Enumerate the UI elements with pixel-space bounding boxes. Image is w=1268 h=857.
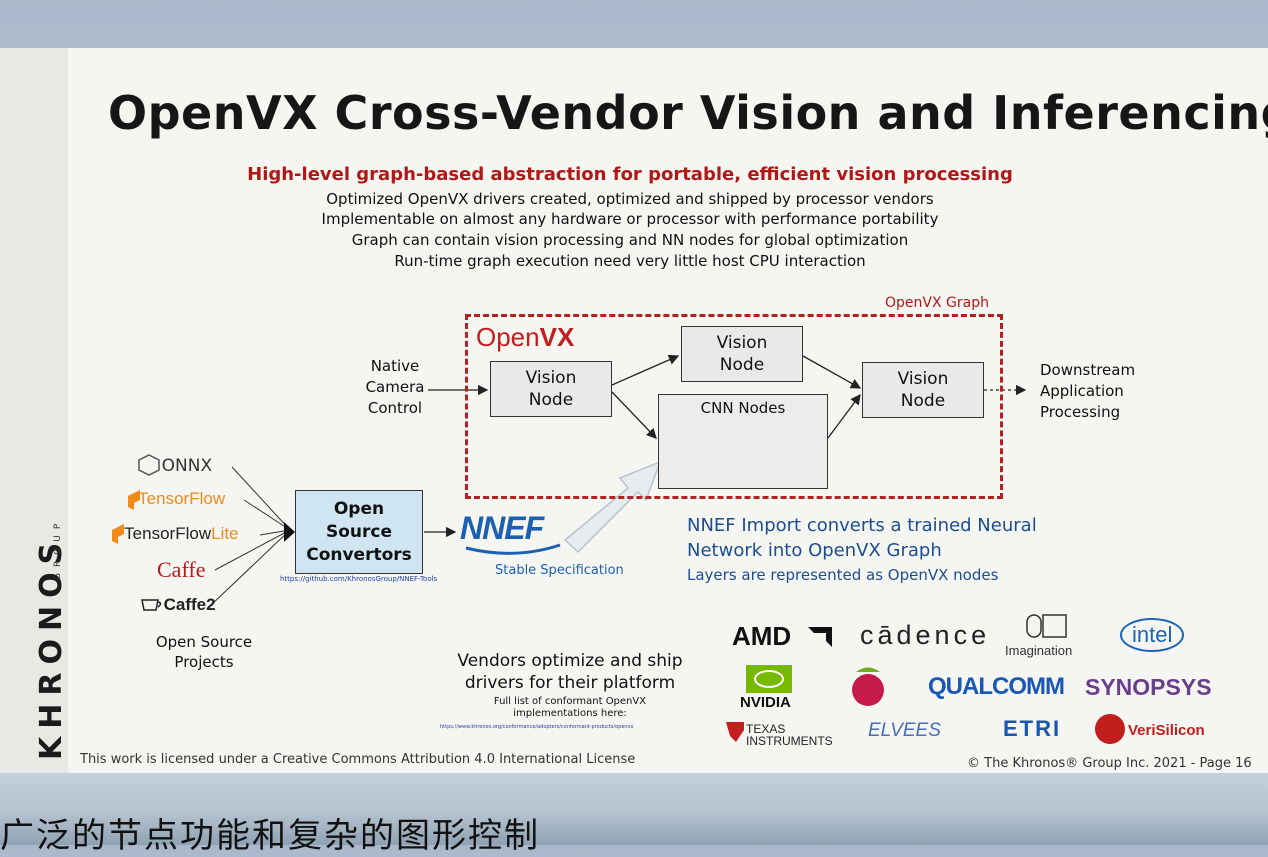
downstream-processing: Downstream Application Processing xyxy=(1040,360,1135,423)
open-source-projects-caption: Open Source Projects xyxy=(140,632,268,672)
texas-instruments-logo: TEXAS INSTRUMENTS xyxy=(746,723,833,747)
caffe-label: Caffe xyxy=(157,557,206,582)
amd-arrow-icon xyxy=(808,627,832,647)
downstream-l3: Processing xyxy=(1040,403,1121,421)
onnx-label: ONNX xyxy=(140,456,212,476)
cnn-nodes-label: CNN Nodes xyxy=(700,399,786,417)
slide-title: OpenVX Cross-Vendor Vision and Inferenci… xyxy=(108,86,1268,140)
texas-instruments-icon xyxy=(726,722,744,742)
nnef-logo: NNEF xyxy=(460,510,544,546)
headline: High-level graph-based abstraction for p… xyxy=(247,164,1013,185)
osc-l1: Open xyxy=(333,498,385,519)
intel-logo: intel xyxy=(1120,618,1185,652)
native-l3: Control xyxy=(367,399,423,417)
synopsys-logo: SYNOPSYS xyxy=(1085,674,1212,700)
edge-4 xyxy=(827,393,861,439)
downstream-l1: Downstream xyxy=(1040,361,1136,379)
vision-node-input-l2: Node xyxy=(528,390,574,410)
conf-l1: Full list of conformant OpenVX xyxy=(493,696,647,707)
openvx-graph-label: OpenVX Graph xyxy=(885,295,989,311)
vision-node-input-l1: Vision xyxy=(525,368,577,388)
openvx-graph-boundary xyxy=(465,314,1003,499)
imagination-icon xyxy=(1026,614,1042,638)
edge-1 xyxy=(611,354,680,386)
edge-2 xyxy=(611,391,657,439)
native-l1: Native xyxy=(370,357,420,375)
onnx-text: ONNX xyxy=(161,456,213,476)
conformant-text: Full list of conformant OpenVX implement… xyxy=(445,696,695,720)
vision-node-output-l2: Node xyxy=(900,391,946,411)
import-arrow xyxy=(563,460,662,554)
imagination-logo: Imagination xyxy=(1005,643,1073,658)
vendors-l1: Vendors optimize and ship xyxy=(457,651,683,671)
edge-3 xyxy=(802,355,862,389)
openvx-logo-vx: VX xyxy=(539,322,575,352)
open-source-convertors-box: Open Source Convertors xyxy=(295,490,423,574)
vision-node-upper-l2: Node xyxy=(719,355,765,375)
qualcomm-logo: QUALCOMM xyxy=(928,673,1065,700)
tensorflow-label: TensorFlow xyxy=(124,489,225,509)
bullet-2: Implementable on almost any hardware or … xyxy=(321,210,939,228)
tensorflow-lite-icon xyxy=(112,524,124,544)
nnef-swoosh xyxy=(465,543,561,555)
raspberry-pi-icon xyxy=(852,674,884,706)
slide xyxy=(0,48,1268,773)
photo-background-bottom xyxy=(0,770,1268,845)
merge-arrowhead xyxy=(284,522,295,542)
native-l2: Camera xyxy=(365,378,425,396)
video-subtitle: 广泛的节点功能和复杂的图形控制 xyxy=(0,816,540,856)
vision-node-upper-l1: Vision xyxy=(716,333,768,353)
bullet-4: Run-time graph execution need very littl… xyxy=(394,252,866,270)
osp-l1: Open Source xyxy=(155,633,253,651)
conformant-link[interactable]: https://www.khronos.org/conformance/adop… xyxy=(440,724,634,730)
openvx-logo: OpenVX xyxy=(476,322,574,353)
conf-l2: implementations here: xyxy=(513,708,627,719)
copyright-footer: © The Khronos® Group Inc. 2021 - Page 16 xyxy=(967,756,1252,771)
osc-l2: Source xyxy=(325,521,393,542)
downstream-l2: Application xyxy=(1040,382,1124,400)
tflite-suffix-text: Lite xyxy=(211,524,239,543)
framework-lines xyxy=(209,466,291,607)
vision-node-output-l1: Vision xyxy=(897,369,949,389)
bullet-1: Optimized OpenVX drivers created, optimi… xyxy=(326,190,934,208)
tflite-main-text: TensorFlow xyxy=(124,524,212,543)
caffe2-cup-icon xyxy=(141,599,162,611)
verisilicon-logo: VeriSilicon xyxy=(1128,722,1205,739)
license-footer: This work is licensed under a Creative C… xyxy=(80,752,636,767)
nnef-tools-link[interactable]: https://github.com/KhronosGroup/NNEF-Too… xyxy=(280,575,438,583)
cnn-nodes-box: CNN Nodes xyxy=(658,394,828,489)
native-camera-control: Native Camera Control xyxy=(350,356,440,419)
nnef-desc-2: Network into OpenVX Graph xyxy=(687,540,942,561)
nvidia-icon xyxy=(746,665,792,693)
nnef-status: Stable Specification xyxy=(495,563,624,578)
nvidia-logo: NVIDIA xyxy=(740,694,791,711)
onnx-icon xyxy=(138,454,160,476)
etri-logo: ETRI xyxy=(1003,716,1062,741)
amd-logo: AMD xyxy=(732,621,792,651)
tensorflow-icon xyxy=(128,490,140,510)
elvees-logo: ELVEES xyxy=(868,720,941,741)
verisilicon-icon xyxy=(1095,714,1125,744)
bullet-3: Graph can contain vision processing and … xyxy=(351,231,909,249)
osc-l3: Convertors xyxy=(306,544,412,565)
caffe2-text: Caffe2 xyxy=(163,595,216,614)
ti-l1: TEXAS xyxy=(746,722,786,736)
ti-l2: INSTRUMENTS xyxy=(746,734,833,748)
openvx-logo-open: Open xyxy=(476,322,540,352)
vendors-text: Vendors optimize and ship drivers for th… xyxy=(445,650,695,694)
osp-l2: Projects xyxy=(174,653,234,671)
caffe2-label: Caffe2 xyxy=(140,595,216,615)
tensorflow-text: TensorFlow xyxy=(138,489,226,508)
khronos-sidebar xyxy=(0,48,68,773)
vendors-l2: drivers for their platform xyxy=(464,673,676,693)
cadence-logo: cādence xyxy=(860,620,991,650)
nnef-desc-1: NNEF Import converts a trained Neural xyxy=(687,515,1037,536)
nnef-desc-3: Layers are represented as OpenVX nodes xyxy=(687,566,999,584)
tensorflow-lite-label: TensorFlowLite xyxy=(110,524,239,544)
